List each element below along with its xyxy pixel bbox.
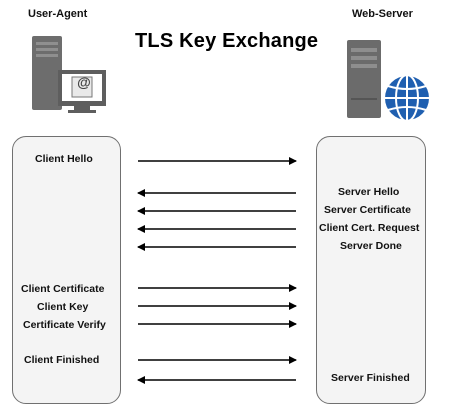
user-agent-label: User-Agent <box>28 8 88 20</box>
server-panel <box>316 136 426 404</box>
message-client-cert-request: Client Cert. Request <box>319 222 420 234</box>
message-client-key: Client Key <box>37 301 89 313</box>
message-client-finished: Client Finished <box>24 354 100 366</box>
message-client-certificate: Client Certificate <box>21 283 105 295</box>
diagram-title: TLS Key Exchange <box>135 30 319 52</box>
client-panel <box>12 136 121 404</box>
desktop-computer-icon: @ <box>30 32 110 114</box>
message-server-hello: Server Hello <box>338 186 400 198</box>
message-server-done: Server Done <box>340 240 402 252</box>
message-client-hello: Client Hello <box>35 153 93 165</box>
message-certificate-verify: Certificate Verify <box>23 319 106 331</box>
message-server-certificate: Server Certificate <box>324 204 411 216</box>
at-sign-icon: @ <box>77 74 91 90</box>
message-server-finished: Server Finished <box>331 372 410 384</box>
server-with-globe-icon <box>343 38 433 124</box>
web-server-label: Web-Server <box>352 8 413 20</box>
